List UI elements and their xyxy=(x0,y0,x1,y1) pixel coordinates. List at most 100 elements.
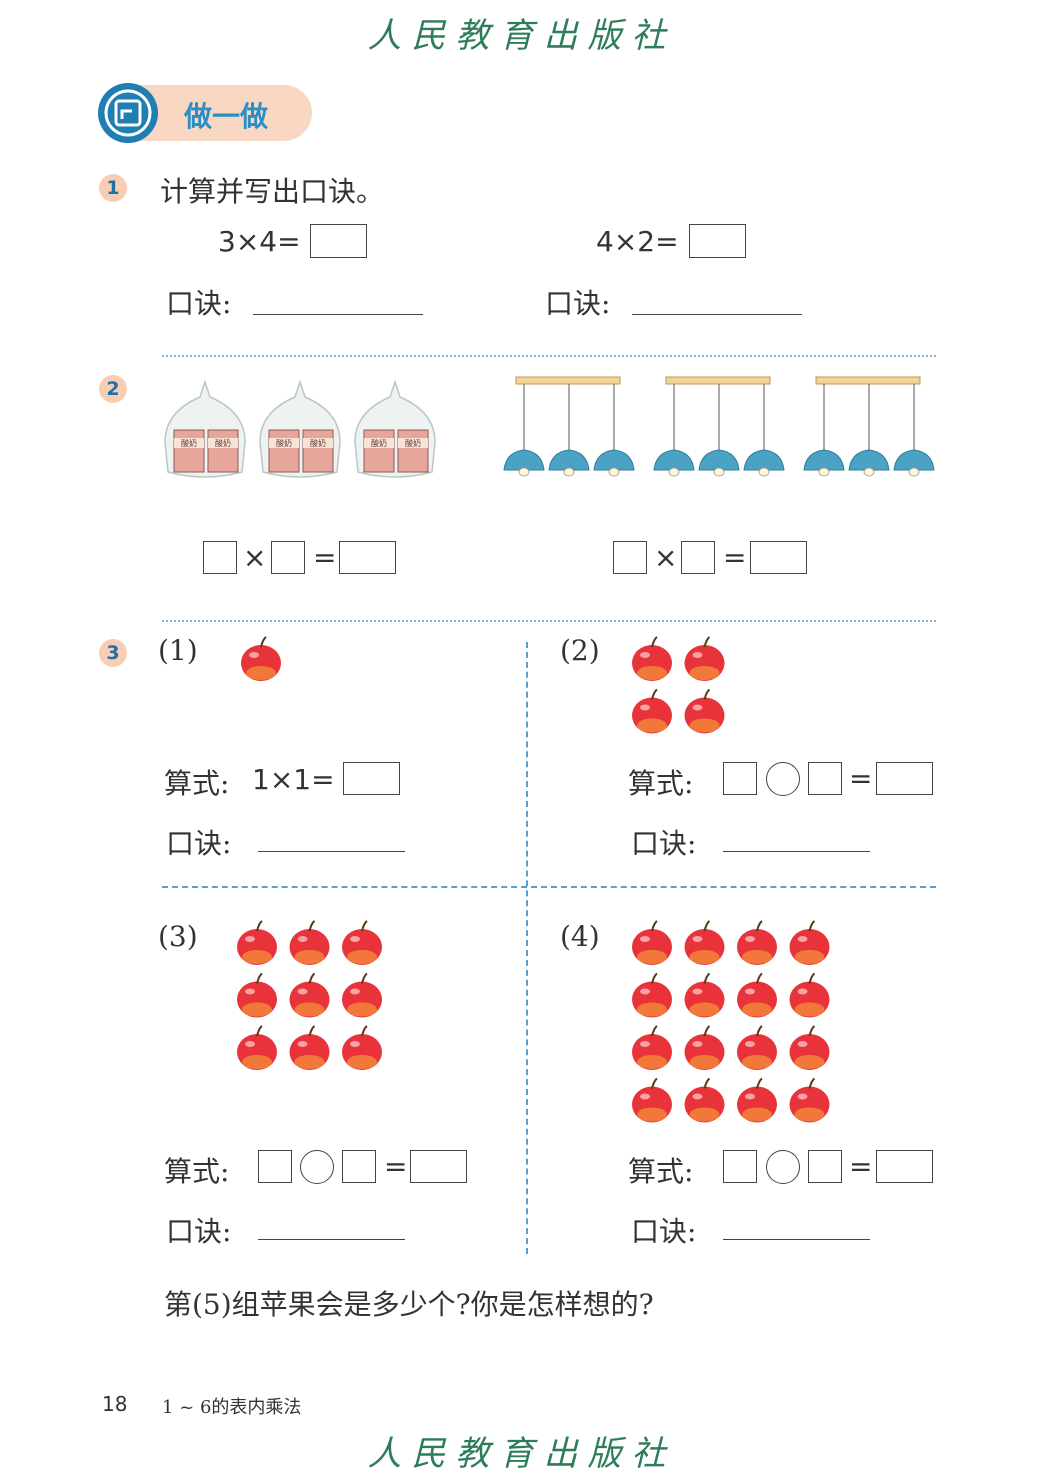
q3-part-4-equals-sign: = xyxy=(849,1150,873,1183)
q2-right-times-sign: × xyxy=(654,541,678,574)
q3-part-2-formula-label: 算式: xyxy=(628,767,694,800)
q2-left-factor-1-box[interactable] xyxy=(203,541,237,574)
q3-part-1-formula-expression: 1×1= xyxy=(252,763,335,796)
section-icon xyxy=(98,83,158,143)
q2-right-factor-1-box[interactable] xyxy=(613,541,647,574)
milk-carton-label: 酸奶 xyxy=(310,438,326,448)
lamps-illustration xyxy=(503,376,935,477)
milk-bags-illustration: 酸奶酸奶酸奶酸奶酸奶酸奶 xyxy=(164,379,436,478)
q3-part-2-equals-sign: = xyxy=(849,762,873,795)
apple-icon xyxy=(632,1025,672,1070)
q3-part-3-label: (3) xyxy=(158,920,198,953)
apple-icon xyxy=(237,1025,277,1070)
q3-part-2-apples xyxy=(632,636,725,734)
q1-left-expression: 3×4= xyxy=(218,225,301,258)
apple-icon xyxy=(342,1025,382,1070)
milk-carton-label: 酸奶 xyxy=(215,438,231,448)
apple-icon xyxy=(632,1077,672,1123)
practice-icon xyxy=(104,89,152,137)
q2-right-product-box[interactable] xyxy=(750,541,807,574)
q3-part-4-factor-2-box[interactable] xyxy=(808,1150,842,1183)
q3-horizontal-divider xyxy=(162,886,936,888)
apple-icon xyxy=(289,972,330,1018)
q3-part-4-apples xyxy=(632,920,830,1123)
milk-bag-icon: 酸奶酸奶 xyxy=(259,379,341,478)
section-title: 做一做 xyxy=(184,100,269,133)
q3-part-3-apples xyxy=(237,920,382,1070)
q1-left-koujue-line[interactable] xyxy=(253,314,423,315)
q3-part-2-label: (2) xyxy=(560,634,600,667)
q3-part-3-equals-sign: = xyxy=(384,1150,408,1183)
apple-icon xyxy=(632,636,672,681)
q1-right-answer-box[interactable] xyxy=(689,224,746,258)
q1-right-koujue-label: 口诀: xyxy=(545,287,611,320)
q2-left-equals-sign: = xyxy=(313,541,337,574)
q3-part-4-factor-1-box[interactable] xyxy=(723,1150,757,1183)
q3-part-3-factor-1-box[interactable] xyxy=(258,1150,292,1183)
q2-right-factor-2-box[interactable] xyxy=(681,541,715,574)
q3-part-4-operator-circle[interactable] xyxy=(766,1150,800,1184)
q2-left-factor-2-box[interactable] xyxy=(271,541,305,574)
q1-left-koujue-label: 口诀: xyxy=(166,287,232,320)
q3-vertical-divider xyxy=(526,642,528,1254)
q3-part-4-label: (4) xyxy=(560,920,600,953)
apple-icon xyxy=(789,1025,830,1070)
q1-left-answer-box[interactable] xyxy=(310,224,367,258)
q3-part-2-operator-circle[interactable] xyxy=(766,762,800,796)
q3-part-2-product-box[interactable] xyxy=(876,762,933,795)
apple-icon xyxy=(684,688,725,734)
apple-icon xyxy=(632,920,672,965)
q3-part-2-koujue-line[interactable] xyxy=(723,851,870,852)
q2-left-product-box[interactable] xyxy=(339,541,396,574)
q3-part-3-koujue-line[interactable] xyxy=(258,1239,405,1240)
q3-part-4-formula-label: 算式: xyxy=(628,1155,694,1188)
question-number-3: 3 xyxy=(99,639,127,667)
publisher-footer: 人民教育出版社 xyxy=(367,1434,676,1474)
page-number: 18 xyxy=(102,1392,128,1416)
q3-part-4-koujue-line[interactable] xyxy=(723,1239,870,1240)
apple-icon xyxy=(342,972,382,1018)
q3-part-1-answer-box[interactable] xyxy=(343,762,400,795)
q3-part-1-label: (1) xyxy=(158,634,198,667)
apple-icon xyxy=(632,688,672,734)
apple-icon xyxy=(684,636,725,681)
q3-part-3-product-box[interactable] xyxy=(410,1150,467,1183)
question-number-1: 1 xyxy=(99,174,127,202)
apple-icon xyxy=(737,1025,777,1070)
q3-part-3-operator-circle[interactable] xyxy=(300,1150,334,1184)
lamp-set-icon xyxy=(503,376,635,477)
milk-bag-icon: 酸奶 酸奶 xyxy=(354,379,436,478)
q1-right-koujue-line[interactable] xyxy=(632,314,802,315)
apple-icon xyxy=(789,920,830,965)
apple-icon xyxy=(632,972,672,1018)
apple-icon xyxy=(737,920,777,965)
apple-icon xyxy=(789,972,830,1018)
chapter-title: 1 ~ 6的表内乘法 xyxy=(162,1397,302,1418)
apple-icon xyxy=(684,972,725,1018)
apple-icon xyxy=(241,636,281,681)
q3-part-1-formula-label: 算式: xyxy=(164,767,230,800)
q3-part-3-formula-label: 算式: xyxy=(164,1155,230,1188)
apple-icon xyxy=(342,920,382,965)
apple-icon xyxy=(737,972,777,1018)
q1-instruction: 计算并写出口诀。 xyxy=(160,175,385,208)
q3-part-4-product-box[interactable] xyxy=(876,1150,933,1183)
milk-carton-label: 酸奶 xyxy=(405,438,421,448)
milk-carton-label: 酸奶 xyxy=(181,438,197,448)
milk-bag-icon: 酸奶 酸奶 xyxy=(164,379,246,478)
apple-icon xyxy=(237,920,277,965)
q3-part-2-factor-2-box[interactable] xyxy=(808,762,842,795)
divider-2 xyxy=(162,620,936,622)
q3-part-3-koujue-label: 口诀: xyxy=(166,1215,232,1248)
q3-part-1-koujue-label: 口诀: xyxy=(166,827,232,860)
q3-part-2-factor-1-box[interactable] xyxy=(723,762,757,795)
q3-part-3-factor-2-box[interactable] xyxy=(342,1150,376,1183)
q3-part-1-apples xyxy=(241,636,281,681)
q3-part-2-koujue-label: 口诀: xyxy=(631,827,697,860)
apple-icon xyxy=(289,920,330,965)
milk-carton-label: 酸奶 xyxy=(371,438,387,448)
q3-part-1-koujue-line[interactable] xyxy=(258,851,405,852)
q1-right-expression: 4×2= xyxy=(596,225,679,258)
apple-icon xyxy=(237,972,277,1018)
publisher-header: 人民教育出版社 xyxy=(367,16,676,56)
